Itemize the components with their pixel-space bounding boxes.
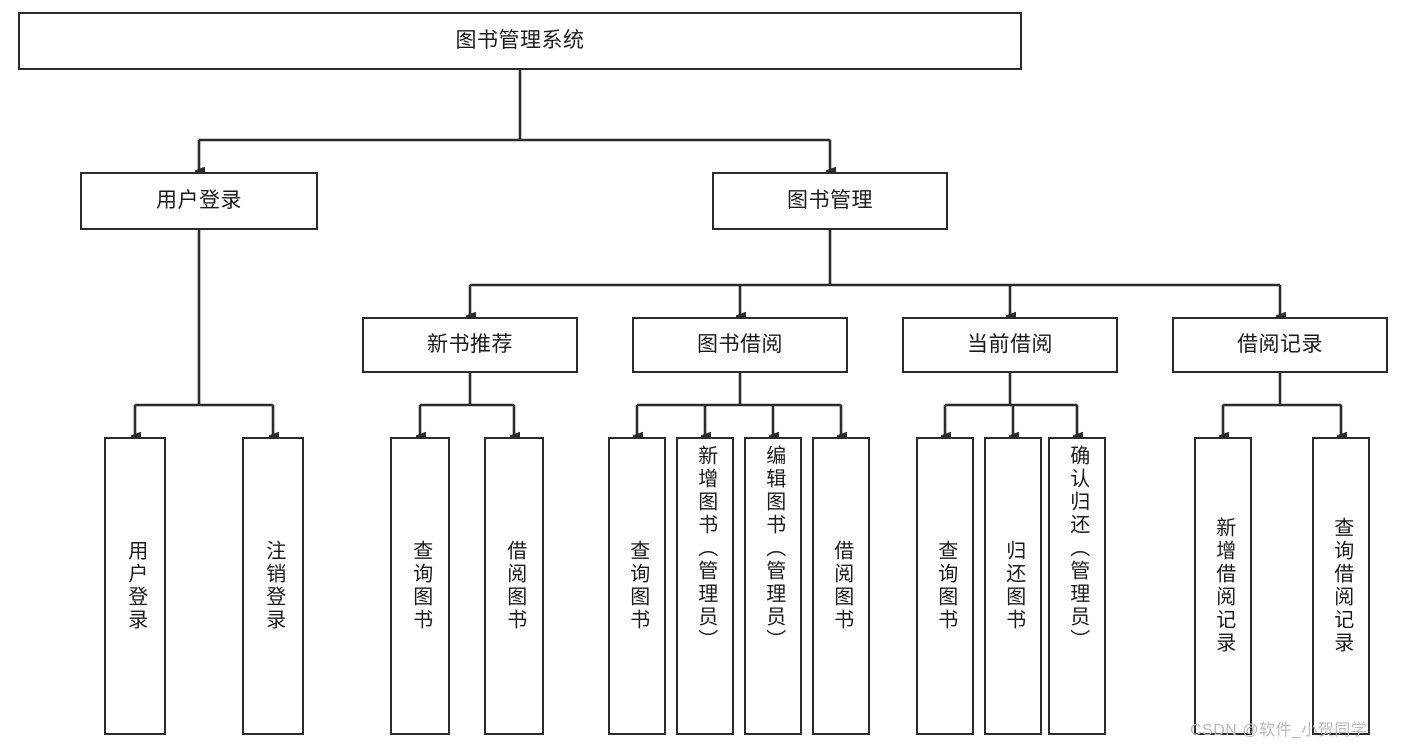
- leaf-query-book-current[interactable]: 查询图书: [916, 437, 974, 735]
- leaf-return-book[interactable]: 归还图书: [984, 437, 1042, 735]
- node-user-login[interactable]: 用户登录: [80, 172, 318, 230]
- watermark: CSDN @软件_小贺同学: [1190, 722, 1368, 739]
- node-book-management[interactable]: 图书管理: [712, 172, 948, 230]
- node-label: 借阅图书: [503, 540, 526, 632]
- leaf-borrow-book-new[interactable]: 借阅图书: [484, 437, 544, 735]
- node-label: 编辑图书（管理员）: [762, 445, 785, 652]
- node-label: 注销登录: [262, 540, 285, 632]
- node-label: 图书管理: [787, 188, 873, 212]
- leaf-user-login[interactable]: 用户登录: [104, 437, 166, 735]
- node-label: 归还图书: [1002, 540, 1025, 632]
- node-new-book-recommend[interactable]: 新书推荐: [362, 317, 578, 373]
- node-label: 用户登录: [156, 188, 242, 212]
- leaf-add-borrow-record[interactable]: 新增借阅记录: [1194, 437, 1252, 735]
- node-label: 图书借阅: [697, 332, 783, 356]
- node-borrow-record[interactable]: 借阅记录: [1172, 317, 1388, 373]
- node-label: 新增图书（管理员）: [694, 445, 717, 652]
- node-label: 确认归还（管理员）: [1066, 445, 1089, 652]
- leaf-add-book-admin[interactable]: 新增图书（管理员）: [676, 437, 734, 735]
- node-label: 用户登录: [124, 540, 147, 632]
- node-label: 新书推荐: [427, 332, 513, 356]
- node-label: 查询图书: [409, 540, 432, 632]
- node-label: 新增借阅记录: [1212, 517, 1235, 655]
- leaf-query-book-new[interactable]: 查询图书: [390, 437, 450, 735]
- leaf-query-book-borrow[interactable]: 查询图书: [608, 437, 666, 735]
- node-root[interactable]: 图书管理系统: [18, 12, 1022, 70]
- node-current-borrow[interactable]: 当前借阅: [902, 317, 1118, 373]
- node-label: 图书管理系统: [455, 28, 585, 52]
- node-label: 查询图书: [626, 540, 649, 632]
- node-label: 借阅记录: [1237, 332, 1323, 356]
- node-label: 查询图书: [934, 540, 957, 632]
- node-label: 查询借阅记录: [1330, 517, 1353, 655]
- leaf-borrow-book[interactable]: 借阅图书: [812, 437, 870, 735]
- leaf-confirm-return-admin[interactable]: 确认归还（管理员）: [1048, 437, 1106, 735]
- leaf-edit-book-admin[interactable]: 编辑图书（管理员）: [744, 437, 802, 735]
- leaf-query-borrow-record[interactable]: 查询借阅记录: [1312, 437, 1370, 735]
- leaf-logout-login[interactable]: 注销登录: [242, 437, 304, 735]
- node-book-borrow[interactable]: 图书借阅: [632, 317, 848, 373]
- node-label: 当前借阅: [967, 332, 1053, 356]
- node-label: 借阅图书: [830, 540, 853, 632]
